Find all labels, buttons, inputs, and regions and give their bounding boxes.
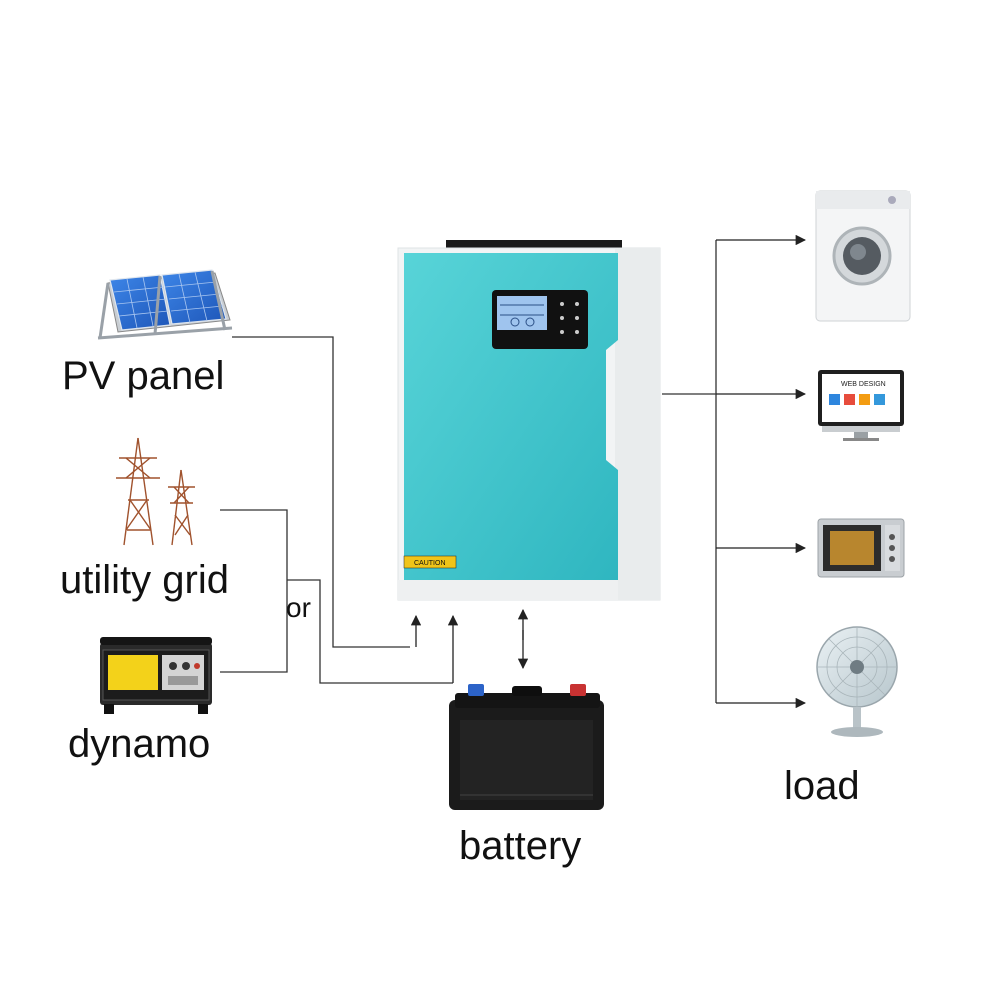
grid-line — [220, 509, 288, 673]
dynamo-icon — [100, 637, 212, 714]
or-label: or — [286, 592, 311, 623]
grid-dynamo-line — [287, 579, 453, 684]
caution-text: CAUTION — [414, 560, 446, 567]
pv-panel-label: PV panel — [62, 354, 225, 398]
inverter-unit: CAUTION — [397, 240, 661, 601]
utility-grid-label: utility grid — [60, 558, 229, 602]
battery-icon — [449, 684, 604, 810]
inverter-top-bracket — [446, 240, 622, 250]
tower-small — [168, 469, 195, 546]
dynamo-label: dynamo — [68, 722, 211, 766]
battery-label: battery — [459, 824, 582, 868]
pv-line — [232, 336, 410, 648]
tower-large — [116, 437, 160, 546]
load-arrows — [716, 234, 807, 709]
washing-machine-icon — [815, 190, 911, 322]
load-label: load — [784, 764, 860, 808]
connection-lines — [220, 240, 717, 703]
input-arrows — [410, 608, 529, 683]
monitor-text: WEB DESIGN — [841, 381, 886, 388]
battery-terminal-negative — [468, 684, 484, 696]
caution-sticker — [403, 555, 457, 569]
inverter-bottom-strip — [398, 580, 618, 600]
microwave-icon — [817, 518, 905, 578]
inverter-side-panel — [615, 248, 660, 600]
utility-grid-icon — [116, 437, 195, 546]
fan-icon — [816, 626, 898, 737]
generator-yellow-panel — [108, 655, 158, 690]
pv-panel-icon — [97, 269, 233, 340]
battery-terminal-positive — [570, 684, 586, 696]
inverter-lcd — [497, 296, 547, 330]
monitor-icon: WEB DESIGN — [818, 370, 904, 441]
pv-cells-left — [109, 274, 171, 331]
